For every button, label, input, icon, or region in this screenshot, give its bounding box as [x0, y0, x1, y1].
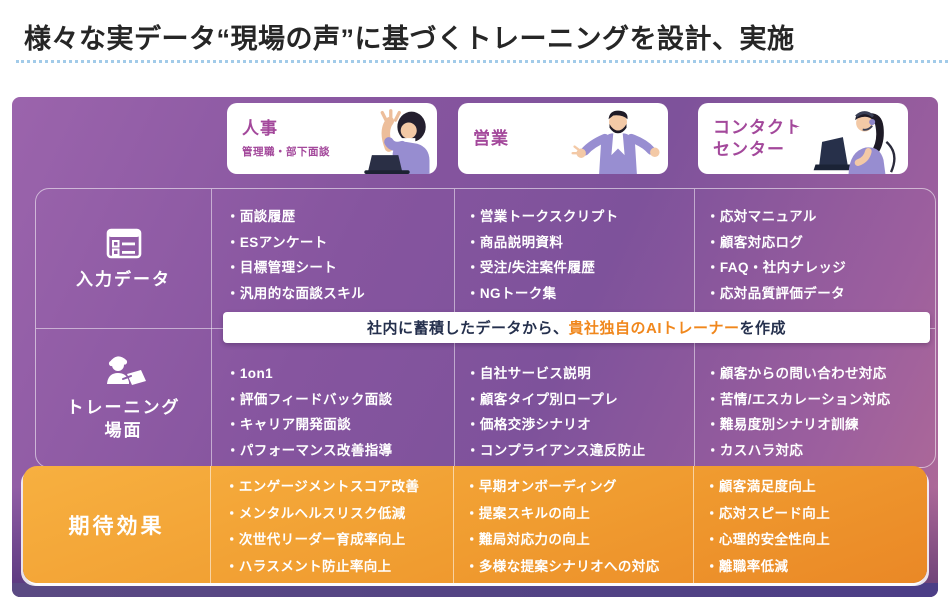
banner-post-text: を作成: [739, 320, 787, 337]
list-item: ・NGトーク集: [466, 285, 557, 301]
row-label-text: 入力データ: [76, 269, 171, 289]
input-hr-list: ・面談履歴・ESアンケート・目標管理シート・汎用的な面談スキル: [226, 204, 454, 306]
list-item: ・離職率低減: [705, 558, 789, 574]
row-label-training-scenes: トレーニング 場面: [36, 328, 211, 467]
ai-trainer-banner-text: 社内に蓄積したデータから、貴社独自のAIトレーナーを作成: [367, 317, 786, 338]
effects-divider-vertical: [453, 466, 454, 583]
column-header-hr: 人事 管理職・部下面談: [227, 103, 437, 174]
cell-effects-sales: ・早期オンボーディング・提案スキルの向上・難局対応力の向上・多様な提案シナリオへ…: [453, 466, 693, 583]
list-item: ・キャリア開発面談: [226, 417, 352, 432]
list-item: ・価格交渉シナリオ: [466, 417, 592, 432]
list-item: ・自社サービス説明: [466, 366, 592, 381]
list-item: ・目標管理シート: [226, 260, 338, 275]
list-item: ・応対品質評価データ: [706, 285, 845, 301]
row-label-input-data: 入力データ: [36, 189, 211, 328]
column-subtitle: 管理職・部下面談: [242, 145, 330, 158]
column-header-sales: 営業: [458, 103, 668, 174]
input-contact-list: ・応対マニュアル・顧客対応ログ・FAQ・社内ナレッジ・応対品質評価データ: [706, 204, 935, 306]
list-item: ・営業トークスクリプト: [466, 209, 619, 224]
list-item: ・顧客満足度向上: [705, 479, 817, 494]
column-title: 営業: [473, 128, 509, 148]
effects-hr-list: ・エンゲージメントスコア改善・メンタルヘルスリスク低減・次世代リーダー育成率向上…: [225, 474, 453, 580]
cell-effects-hr: ・エンゲージメントスコア改善・メンタルヘルスリスク低減・次世代リーダー育成率向上…: [210, 466, 453, 583]
man-presenting-illustration: [571, 110, 660, 174]
training-hr-list: ・1on1 ・評価フィードバック面談・キャリア開発面談・パフォーマンス改善指導: [226, 361, 454, 463]
list-item: ・早期オンボーディング: [465, 479, 617, 494]
cell-training-contact: ・顧客からの問い合わせ対応・苦情/エスカレーション対応・難易度別シナリオ訓練・カ…: [694, 328, 935, 467]
title-divider-dotted-line: [16, 60, 948, 63]
list-item: ・難局対応力の向上: [465, 532, 591, 547]
list-item: ・パフォーマンス改善指導: [226, 442, 393, 458]
row-label-text: トレーニング 場面: [66, 398, 181, 440]
list-item: ・受注/失注案件履歴: [466, 260, 596, 275]
list-item: ・心理的安全性向上: [705, 532, 831, 547]
banner-highlight-text: 貴社独自のAIトレーナー: [568, 320, 740, 337]
list-item: ・カスハラ対応: [706, 442, 804, 458]
cell-input-hr: ・面談履歴・ESアンケート・目標管理シート・汎用的な面談スキル: [211, 189, 454, 328]
column-header-hr-text: 人事 管理職・部下面談: [227, 118, 330, 158]
panel-bottom-strip: [12, 583, 938, 597]
woman-headset-laptop-illustration: [813, 111, 896, 174]
list-item: ・ESアンケート: [226, 234, 328, 250]
list-item: ・多様な提案シナリオへの対応: [465, 558, 660, 574]
list-item: ・応対スピード向上: [705, 505, 831, 521]
effects-divider-vertical: [693, 466, 694, 583]
list-item: ・面談履歴: [226, 209, 296, 224]
cell-training-sales: ・自社サービス説明・顧客タイプ別ロープレ・価格交渉シナリオ・コンプライアンス違反…: [454, 328, 694, 467]
training-sales-list: ・自社サービス説明・顧客タイプ別ロープレ・価格交渉シナリオ・コンプライアンス違反…: [466, 361, 694, 463]
list-item: ・1on1: [226, 366, 274, 381]
form-list-icon: [106, 228, 141, 258]
training-contact-list: ・顧客からの問い合わせ対応・苦情/エスカレーション対応・難易度別シナリオ訓練・カ…: [706, 361, 935, 463]
column-header-contact-text: コンタクト センター: [698, 117, 803, 160]
list-item: ・汎用的な面談スキル: [226, 285, 365, 301]
effects-contact-list: ・顧客満足度向上・応対スピード向上・心理的安全性向上・離職率低減: [705, 474, 927, 580]
list-item: ・提案スキルの向上: [465, 505, 591, 521]
list-item: ・評価フィードバック面談: [226, 391, 393, 407]
woman-raising-hand-illustration: [364, 109, 430, 174]
row-label-expected-effects: 期待効果: [68, 514, 165, 538]
list-item: ・エンゲージメントスコア改善: [225, 479, 420, 494]
column-title: 人事: [242, 119, 278, 139]
main-diagram-panel: 人事 管理職・部下面談 営業: [12, 97, 938, 597]
banner-tail-arrow: [553, 127, 583, 140]
list-item: ・FAQ・社内ナレッジ: [706, 260, 847, 275]
list-item: ・難易度別シナリオ訓練: [706, 417, 859, 432]
cell-training-hr: ・1on1 ・評価フィードバック面談・キャリア開発面談・パフォーマンス改善指導: [211, 328, 454, 467]
expected-effects-band: 期待効果 ・エンゲージメントスコア改善・メンタルヘルスリスク低減・次世代リーダー…: [23, 466, 927, 583]
banner-pre-text: 社内に蓄積したデータから、: [366, 320, 569, 337]
list-item: ・コンプライアンス違反防止: [466, 442, 646, 458]
input-sales-list: ・営業トークスクリプト・商品説明資料・受注/失注案件履歴・NGトーク集: [466, 204, 694, 306]
list-item: ・顧客対応ログ: [706, 234, 804, 250]
list-item: ・顧客からの問い合わせ対応: [706, 366, 887, 381]
list-item: ・商品説明資料: [466, 234, 564, 250]
column-title: コンタクト センター: [713, 118, 803, 159]
list-item: ・顧客タイプ別ロープレ: [466, 391, 619, 407]
banner-tail-arrow: [796, 127, 826, 140]
page-title: 様々な実データ“現場の声”に基づくトレーニングを設計、実施: [24, 24, 795, 54]
list-item: ・応対マニュアル: [706, 209, 817, 224]
list-item: ・メンタルヘルスリスク低減: [225, 505, 406, 521]
banner-tail-arrow: [309, 127, 339, 140]
cell-effects-contact: ・顧客満足度向上・応対スピード向上・心理的安全性向上・離職率低減: [693, 466, 927, 583]
effects-divider-vertical: [210, 466, 211, 583]
list-item: ・苦情/エスカレーション対応: [706, 391, 891, 407]
trainer-headset-icon: [106, 356, 146, 386]
data-grid: 入力データ ・面談履歴・ESアンケート・目標管理シート・汎用的な面談スキル ・営…: [35, 188, 936, 468]
effects-sales-list: ・早期オンボーディング・提案スキルの向上・難局対応力の向上・多様な提案シナリオへ…: [465, 474, 693, 580]
cell-input-contact: ・応対マニュアル・顧客対応ログ・FAQ・社内ナレッジ・応対品質評価データ: [694, 189, 935, 328]
cell-input-sales: ・営業トークスクリプト・商品説明資料・受注/失注案件履歴・NGトーク集: [454, 189, 694, 328]
ai-trainer-banner: 社内に蓄積したデータから、貴社独自のAIトレーナーを作成: [223, 312, 930, 343]
list-item: ・ハラスメント防止率向上: [225, 558, 392, 574]
column-header-sales-text: 営業: [458, 128, 509, 149]
list-item: ・次世代リーダー育成率向上: [225, 532, 406, 547]
